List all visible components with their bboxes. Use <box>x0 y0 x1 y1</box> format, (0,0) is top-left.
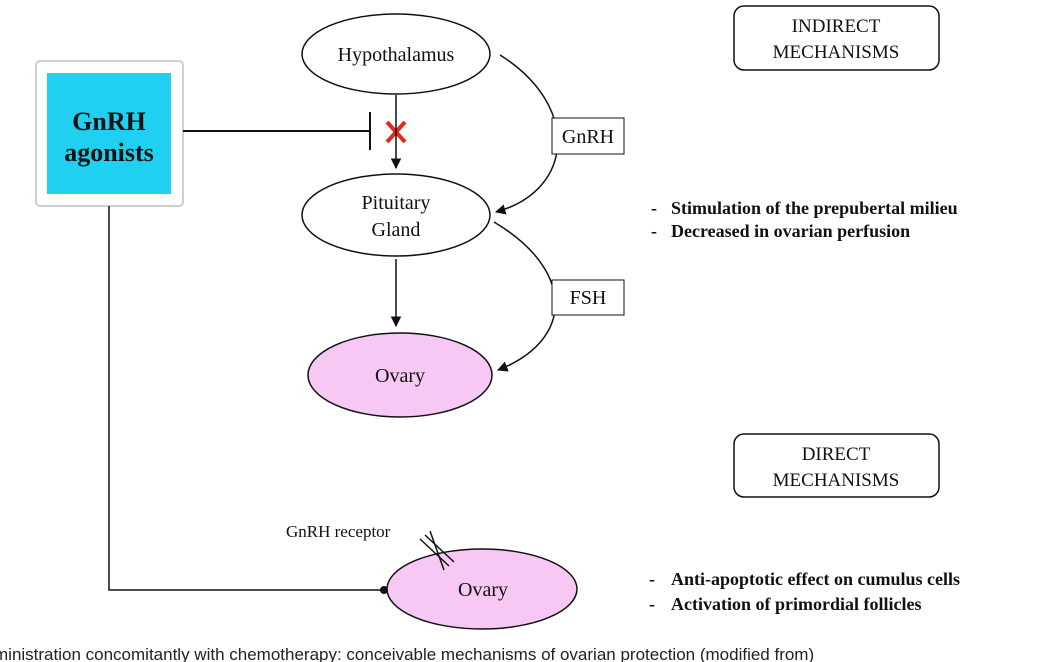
figure-caption: ministration concomitantly with chemothe… <box>0 646 815 662</box>
fsh-hormone-label: FSH <box>570 287 607 309</box>
indirect-bullet-marker-2: - <box>651 221 657 241</box>
direct-title-line1: DIRECT <box>802 444 871 465</box>
hypothalamus-label: Hypothalamus <box>338 44 455 66</box>
gnrh-receptor-icon <box>419 530 455 571</box>
indirect-bullet-marker-1: - <box>651 198 657 218</box>
curved-arrow-gnrh <box>494 54 559 215</box>
agonist-label-line1: GnRH <box>72 107 146 136</box>
direct-bullet-marker-2: - <box>649 594 655 614</box>
ovary-bottom-label: Ovary <box>458 579 508 601</box>
gnrh-hormone-label: GnRH <box>562 126 614 148</box>
direct-bullet-2: Activation of primordial follicles <box>671 594 921 614</box>
agonist-label-line2: agonists <box>64 138 154 167</box>
direct-title-line2: MECHANISMS <box>773 470 900 491</box>
ovary-top-node: Ovary <box>307 332 493 418</box>
agonist-box-fill <box>47 73 171 194</box>
pituitary-label-line2: Gland <box>372 219 421 241</box>
curved-arrow-fsh <box>493 221 556 372</box>
indirect-bullet-2: Decreased in ovarian perfusion <box>671 221 910 241</box>
direct-bullet-marker-1: - <box>649 569 655 589</box>
gnrh-receptor-label: GnRH receptor <box>286 522 391 541</box>
direct-bullet-1: Anti-apoptotic effect on cumulus cells <box>671 569 960 589</box>
direct-bullet-list: - Anti-apoptotic effect on cumulus cells… <box>649 569 960 614</box>
hypothalamus-node: Hypothalamus <box>301 13 491 95</box>
fsh-hormone-box: FSH <box>551 279 625 316</box>
ovary-top-label: Ovary <box>375 365 425 387</box>
pituitary-gland-node: Pituitary Gland <box>301 173 491 257</box>
indirect-bullet-list: - Stimulation of the prepubertal milieu … <box>651 198 958 241</box>
direct-connector-line <box>108 206 383 591</box>
indirect-mechanisms-box: INDIRECT MECHANISMS <box>733 5 940 71</box>
indirect-title-line2: MECHANISMS <box>773 42 900 63</box>
pituitary-label-line1: Pituitary <box>362 192 431 214</box>
indirect-bullet-1: Stimulation of the prepubertal milieu <box>671 198 958 218</box>
gnrh-hormone-box: GnRH <box>551 117 625 155</box>
ovary-bottom-node: Ovary <box>386 548 578 630</box>
direct-mechanisms-box: DIRECT MECHANISMS <box>733 433 940 498</box>
gnrh-agonists-box: GnRH agonists <box>35 60 184 207</box>
connector-end-dot <box>380 586 388 594</box>
indirect-title-line1: INDIRECT <box>792 16 881 37</box>
